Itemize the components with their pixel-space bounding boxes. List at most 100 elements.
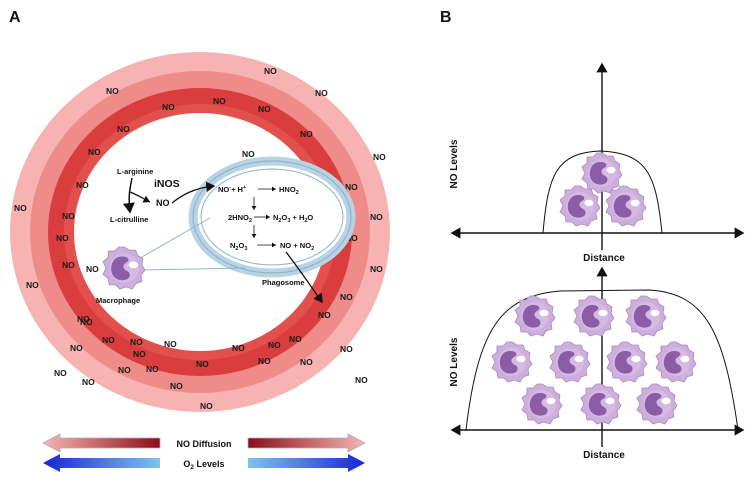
no-ring-label: NO	[242, 149, 255, 159]
no-ring-label: NO	[345, 182, 358, 192]
reaction-3-right: NO + NO2	[280, 241, 314, 252]
no-ring-label: NO	[82, 377, 95, 387]
no-ring-label: NO	[340, 344, 353, 354]
no-ring-label: NO	[318, 310, 331, 320]
bottom-cell	[521, 383, 563, 425]
no-ring-label: NO	[76, 180, 89, 190]
no-ring-label: NO	[130, 337, 143, 347]
no-ring-label: NO	[300, 357, 313, 367]
no-branch-arrow	[129, 191, 151, 203]
no-ring-label: NO	[102, 335, 115, 345]
no-diffusion-arrow-right	[247, 433, 366, 453]
no-ring-label: NO	[213, 96, 226, 106]
o2-levels-label: O2 Levels	[183, 459, 224, 471]
no-ring-label: NO	[258, 356, 271, 366]
top-graph: NO Levels Distance	[449, 62, 745, 264]
no-product-label: NO	[156, 198, 170, 208]
reaction-3-left: N2O3	[230, 241, 247, 252]
macrophage-label: Macrophage	[96, 296, 140, 305]
no-ring-label: NO	[373, 152, 386, 162]
no-diffusion-label: NO Diffusion	[177, 439, 232, 449]
bottom-cell	[655, 341, 697, 383]
bottom-cell	[625, 295, 667, 337]
no-ring-label: NO	[170, 381, 183, 391]
no-ring-label: NO	[196, 359, 209, 369]
no-ring-label: NO	[80, 317, 93, 327]
no-labels: NO NO NO NO NO NO NO NO NO NO NO NO NO NO NO NO NO NO NO NO…	[14, 66, 386, 411]
no-ring-label: NO	[355, 375, 368, 385]
phagosome	[188, 156, 356, 278]
o2-arrow-right	[248, 454, 365, 472]
reaction-1-left: NO-+ H+	[218, 185, 246, 194]
top-x-label: Distance	[583, 253, 625, 264]
inos-label: iNOS	[154, 178, 180, 190]
no-ring-label: NO	[258, 104, 271, 114]
no-ring-label: NO	[340, 292, 353, 302]
no-ring-label: NO	[14, 203, 27, 213]
no-ring-label: NO	[232, 343, 245, 353]
panel-a-label: A	[9, 9, 21, 26]
no-to-phagosome-arrow	[171, 181, 216, 204]
top-cell-2	[559, 185, 601, 227]
no-ring-label: NO	[370, 212, 383, 222]
no-ring-label: NO	[62, 260, 75, 270]
o2-arrow-left	[43, 454, 160, 472]
o2-levels-legend: O2 Levels	[43, 454, 365, 472]
no-ring-label: NO	[370, 264, 383, 274]
no-ring-label: NO	[26, 280, 39, 290]
no-ring-label: NO	[62, 211, 75, 221]
reaction-2-left: 2HNO2	[228, 213, 252, 224]
bottom-x-label: Distance	[583, 450, 625, 461]
no-ring-label: NO	[70, 343, 83, 353]
top-cell-3	[605, 185, 647, 227]
bottom-graph: NO Levels Distance	[449, 266, 745, 461]
no-ring-label: NO	[77, 314, 90, 324]
no-ring-label: NO	[268, 340, 281, 350]
bottom-curve	[465, 289, 739, 431]
l-arginine-label: L-arginine	[117, 167, 153, 176]
top-curve	[542, 150, 663, 234]
l-citrulline-label: L-citrulline	[110, 215, 148, 224]
no-diffusion-arrow-left	[42, 433, 161, 453]
no-ring-label: NO	[88, 147, 101, 157]
no-ring-label: NO	[146, 364, 159, 374]
bottom-cell	[573, 295, 615, 337]
no-ring-label: NO	[345, 233, 358, 243]
no-ring-label: NO	[118, 365, 131, 375]
no-ring-label: NO	[56, 233, 69, 243]
bottom-cell	[636, 383, 678, 425]
bottom-y-label: NO Levels	[449, 337, 460, 386]
arginine-arrow	[122, 177, 135, 214]
no-diffusion-legend: NO Diffusion	[42, 433, 366, 453]
phagosome-outline	[192, 160, 352, 274]
no-ring-label: NO	[86, 264, 99, 274]
no-ring-label: NO	[106, 86, 119, 96]
no-ring-label: NO	[164, 339, 177, 349]
no-ring-label: NO	[315, 88, 328, 98]
top-cell-1	[581, 152, 623, 194]
bottom-cell	[549, 341, 591, 383]
top-y-label: NO Levels	[449, 139, 460, 188]
no-ring-label: NO	[133, 349, 146, 359]
panel-b-label: B	[440, 9, 452, 26]
bottom-cells	[491, 295, 697, 425]
bottom-cell	[580, 383, 622, 425]
no-diffusion-out-arrow	[285, 251, 323, 304]
bottom-cell	[491, 341, 533, 383]
bottom-cell	[514, 295, 556, 337]
no-ring-label: NO	[300, 129, 313, 139]
phagosome-label: Phagosome	[262, 278, 305, 287]
no-ring-label: NO	[264, 66, 277, 76]
no-ring-label: NO	[289, 334, 302, 344]
connector-line-upper	[139, 217, 211, 259]
no-ring-label: NO	[54, 368, 67, 378]
bottom-cell	[606, 341, 648, 383]
connector-line-lower	[141, 267, 246, 271]
no-ring-label: NO	[117, 124, 130, 134]
no-ring-label: NO	[200, 401, 213, 411]
reaction-2-right: N2O3 + H2O	[273, 213, 313, 224]
phagosome-inner-outline	[200, 168, 344, 266]
no-ring-label: NO	[162, 102, 175, 112]
